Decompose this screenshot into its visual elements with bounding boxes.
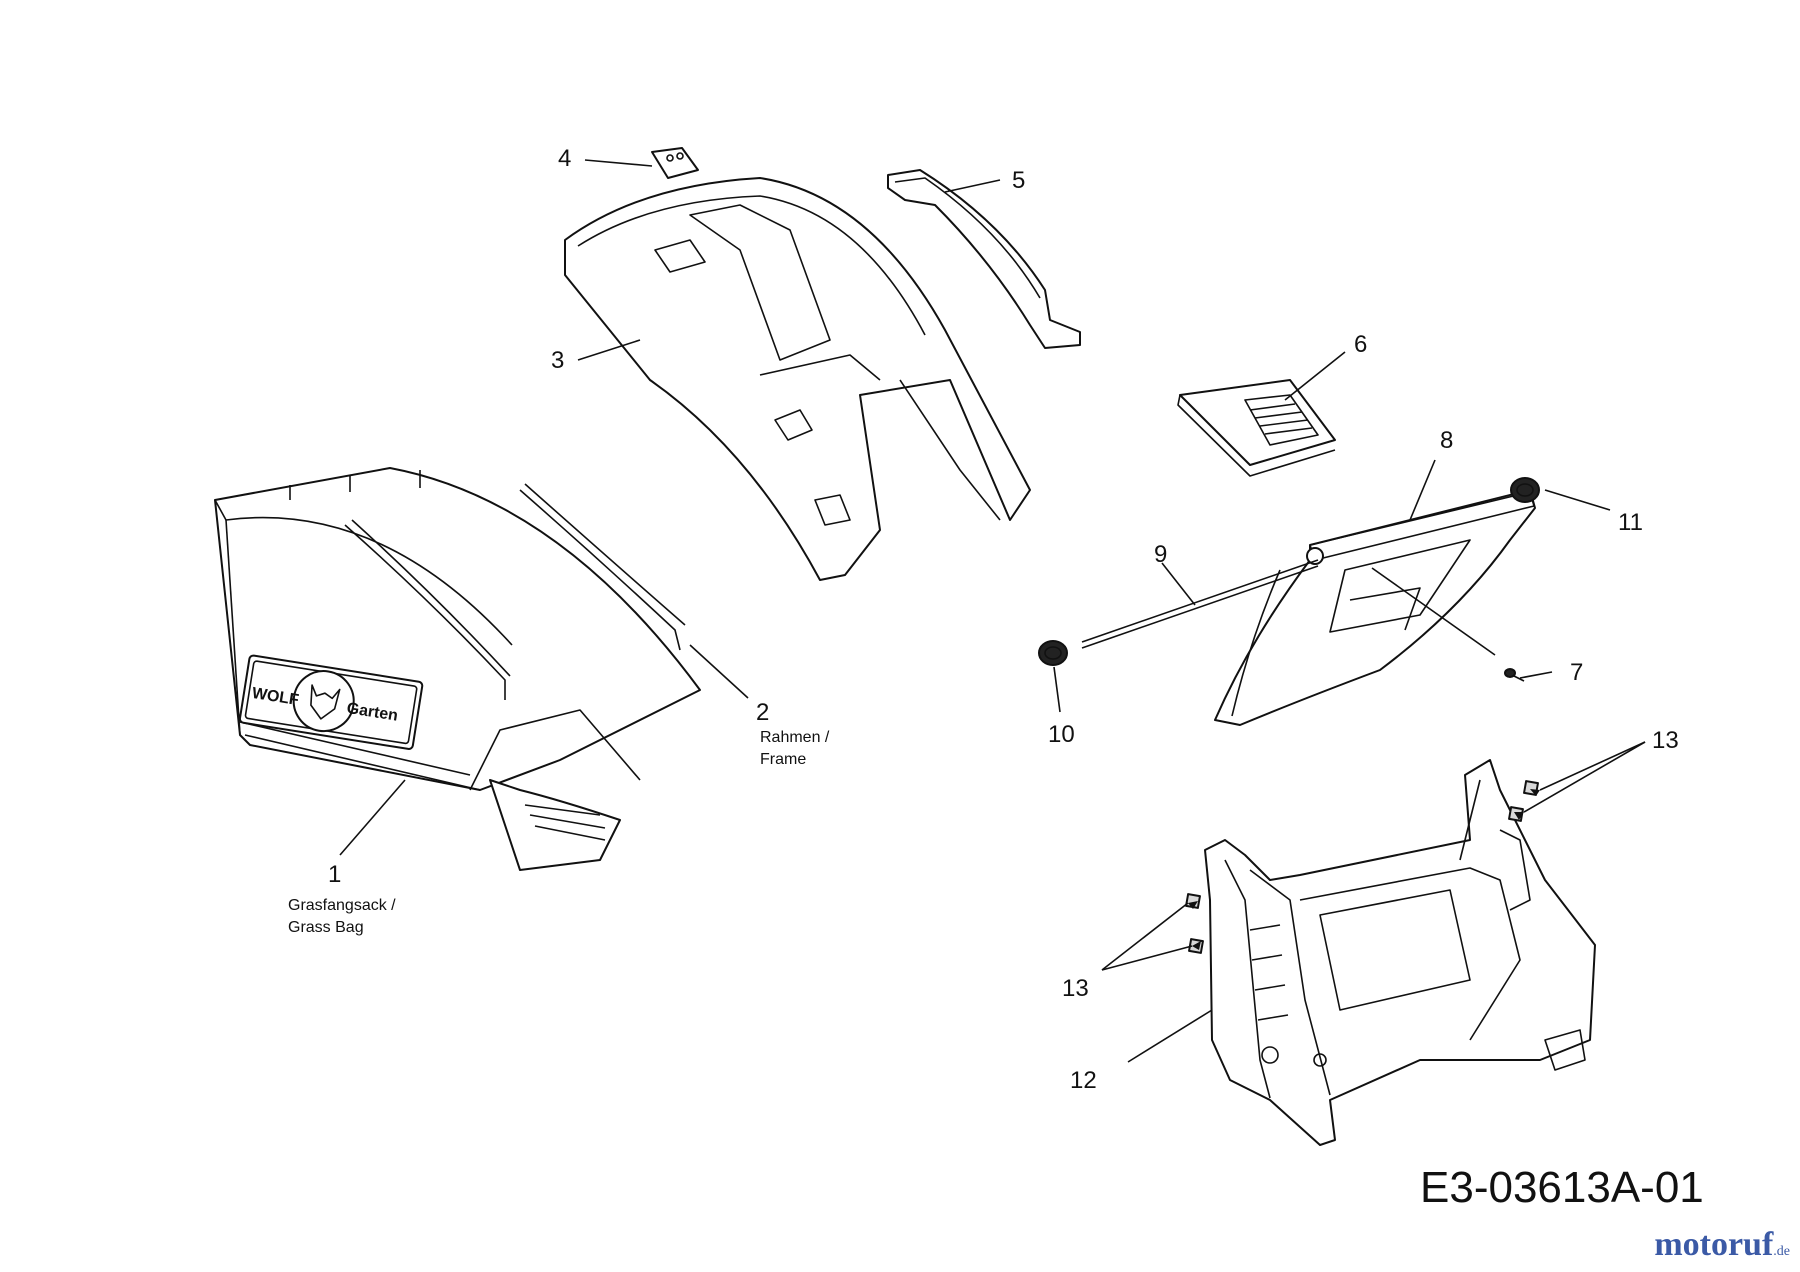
part-flap [651,147,699,179]
part-handle [887,169,1081,349]
leader-8 [1409,459,1436,521]
leader-6 [1284,351,1346,401]
callout-12: 12 [1070,1067,1097,1094]
part-grass-bag: WOLF Garten [214,467,701,871]
part-rod [1081,559,1319,649]
callout-9: 9 [1154,541,1167,568]
callout-5: 5 [1012,167,1025,194]
part-spring-right [1510,477,1540,503]
leader-9 [1161,562,1196,606]
leader-13a [1539,741,1646,791]
part-rear-flap [1214,489,1536,726]
part-spring-left [1038,640,1068,666]
callout-6: 6 [1354,331,1367,358]
part-sublabels: Grasfangsack / Grass Bag Rahmen / Frame [288,729,830,936]
leader-2 [689,644,749,699]
leader-13b [1523,741,1646,813]
leader-12 [1127,1009,1213,1063]
part-screw [1504,668,1525,682]
leader-4 [584,159,653,167]
leader-7 [1519,671,1553,679]
drawing-code: E3-03613A-01 [1420,1163,1704,1212]
leader-10 [1053,666,1061,713]
leader-3 [577,339,641,361]
callout-13-top: 13 [1652,727,1679,754]
callout-numbers: 1 2 3 4 5 6 7 8 9 10 11 12 13 13 [328,145,1679,1094]
motoruf-watermark: motoruf.de [1654,1226,1790,1264]
callout-11: 11 [1618,509,1643,536]
callout-13-left: 13 [1062,975,1089,1002]
callout-7: 7 [1570,659,1583,686]
sublabel-grass-bag-en: Grass Bag [288,919,364,936]
part-vent-grille [1177,379,1336,477]
sublabel-frame-de: Rahmen / [760,729,830,746]
sublabel-frame-en: Frame [760,751,806,768]
leader-13d [1101,945,1193,971]
watermark-logo-main: motoruf [1654,1226,1774,1263]
wolf-garten-logo-plate: WOLF Garten [238,654,424,750]
leader-13c [1101,902,1189,971]
leader-lines [339,159,1646,1063]
part-base-frame [1204,759,1596,1146]
callout-8: 8 [1440,427,1453,454]
watermark-logo-domain: .de [1773,1244,1790,1259]
leader-11 [1544,489,1611,511]
callout-2: 2 [756,699,769,726]
callout-1: 1 [328,861,341,888]
leader-1 [339,779,406,856]
leader-7b [1371,567,1496,656]
leader-5 [944,179,1001,193]
callout-4: 4 [558,145,571,172]
callout-10: 10 [1048,721,1075,748]
callout-3: 3 [551,347,564,374]
part-rear-cover [564,177,1031,581]
sublabel-grass-bag-de: Grasfangsack / [288,897,396,914]
